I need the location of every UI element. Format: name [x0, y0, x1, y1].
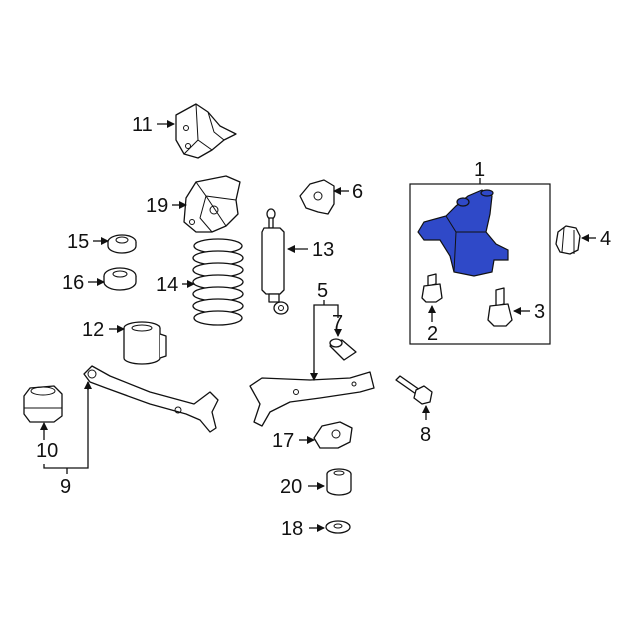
- part-13-shock-absorber[interactable]: [261, 208, 289, 315]
- leader-9-bracket: [43, 382, 89, 469]
- part-20-bushing[interactable]: [326, 468, 352, 496]
- callout-2: 2: [427, 323, 438, 345]
- part-3-upper-ball-joint[interactable]: [487, 287, 513, 327]
- callout-17: 17: [272, 430, 294, 452]
- part-9-radius-arm[interactable]: [83, 365, 219, 433]
- callout-19: 19: [146, 195, 168, 217]
- part-19-spring-seat-bracket[interactable]: [183, 175, 241, 233]
- part-1-steering-knuckle[interactable]: [417, 189, 509, 277]
- part-5-axle-beam[interactable]: [249, 371, 375, 427]
- callout-11: 11: [132, 114, 153, 136]
- callout-3: 3: [534, 301, 545, 323]
- part-8-bolt[interactable]: [395, 375, 433, 405]
- callout-12: 12: [82, 319, 104, 341]
- callout-18: 18: [281, 518, 303, 540]
- callout-6: 6: [352, 181, 363, 203]
- part-6-bracket[interactable]: [299, 179, 335, 215]
- part-11-bracket[interactable]: [175, 103, 237, 159]
- callout-5: 5: [317, 280, 328, 302]
- callout-10: 10: [36, 440, 58, 462]
- callout-15: 15: [67, 231, 89, 253]
- callout-16: 16: [62, 272, 84, 294]
- callout-4: 4: [600, 228, 611, 250]
- part-15-washer[interactable]: [107, 234, 137, 254]
- callout-8: 8: [420, 424, 431, 446]
- callout-1: 1: [474, 159, 485, 181]
- part-7-sleeve[interactable]: [329, 338, 357, 361]
- part-14-coil-spring[interactable]: [192, 238, 244, 326]
- part-18-washer[interactable]: [325, 520, 351, 534]
- part-4-nut[interactable]: [555, 225, 581, 255]
- part-12-pivot-bushing[interactable]: [123, 321, 167, 365]
- callout-7: 7: [332, 312, 343, 334]
- part-10-bushing[interactable]: [23, 385, 63, 423]
- callout-14: 14: [156, 274, 178, 296]
- callout-9: 9: [60, 476, 71, 498]
- part-2-lower-ball-joint[interactable]: [421, 273, 443, 303]
- callout-20: 20: [280, 476, 302, 498]
- part-17-bracket[interactable]: [313, 421, 353, 449]
- callout-13: 13: [312, 239, 334, 261]
- part-16-insulator[interactable]: [103, 267, 137, 291]
- leader-5-bracket: [313, 304, 339, 378]
